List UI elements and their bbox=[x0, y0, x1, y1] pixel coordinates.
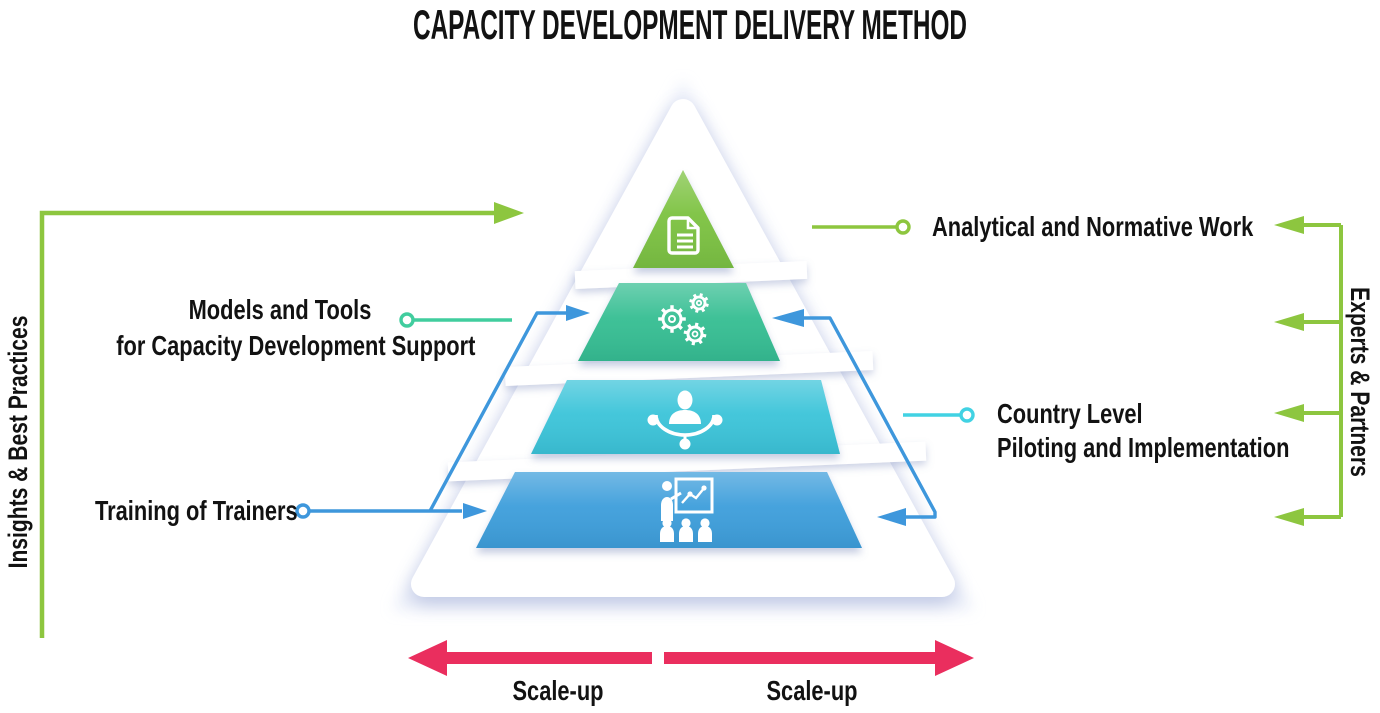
side-label-insights: Insights & Best Practices bbox=[3, 315, 33, 569]
training-connector-left bbox=[295, 305, 590, 519]
callout-models-line: for Capacity Development Support bbox=[116, 330, 476, 361]
callout-country: Country Level Piloting and Implementatio… bbox=[997, 397, 1289, 465]
callout-analytical-line: Analytical and Normative Work bbox=[932, 211, 1254, 242]
trainer-presentation-icon bbox=[660, 477, 714, 542]
callout-analytical: Analytical and Normative Work bbox=[932, 212, 1253, 242]
callout-models: Models and Tools for Capacity Developmen… bbox=[116, 292, 476, 364]
pyramid-shelf bbox=[504, 350, 874, 387]
callout-models-line: Models and Tools bbox=[188, 294, 372, 325]
network-person-icon bbox=[647, 390, 723, 450]
callout-training: Training of Trainers bbox=[95, 496, 298, 526]
document-icon bbox=[667, 216, 700, 255]
gears-icon bbox=[658, 293, 709, 346]
analytical-connector bbox=[812, 219, 911, 235]
training-connector-right bbox=[772, 309, 937, 526]
country-connector bbox=[903, 407, 975, 423]
insights-feedback-arrow bbox=[39, 202, 524, 638]
page-title: CAPACITY DEVELOPMENT DELIVERY METHOD bbox=[412, 1, 968, 48]
models-connector bbox=[399, 312, 512, 328]
side-label-experts: Experts & Partners bbox=[1345, 287, 1375, 477]
scale-up-label-left: Scale-up bbox=[512, 675, 604, 706]
scale-up-arrow-left bbox=[408, 640, 652, 676]
callout-training-line: Training of Trainers bbox=[95, 495, 298, 526]
callout-country-line: Country Level bbox=[997, 398, 1143, 429]
pyramid-shelf bbox=[574, 260, 808, 290]
scale-up-label-right: Scale-up bbox=[766, 675, 858, 706]
callout-country-line: Piloting and Implementation bbox=[997, 432, 1290, 463]
experts-bracket bbox=[1274, 216, 1343, 526]
scale-up-arrow-right bbox=[664, 640, 974, 676]
